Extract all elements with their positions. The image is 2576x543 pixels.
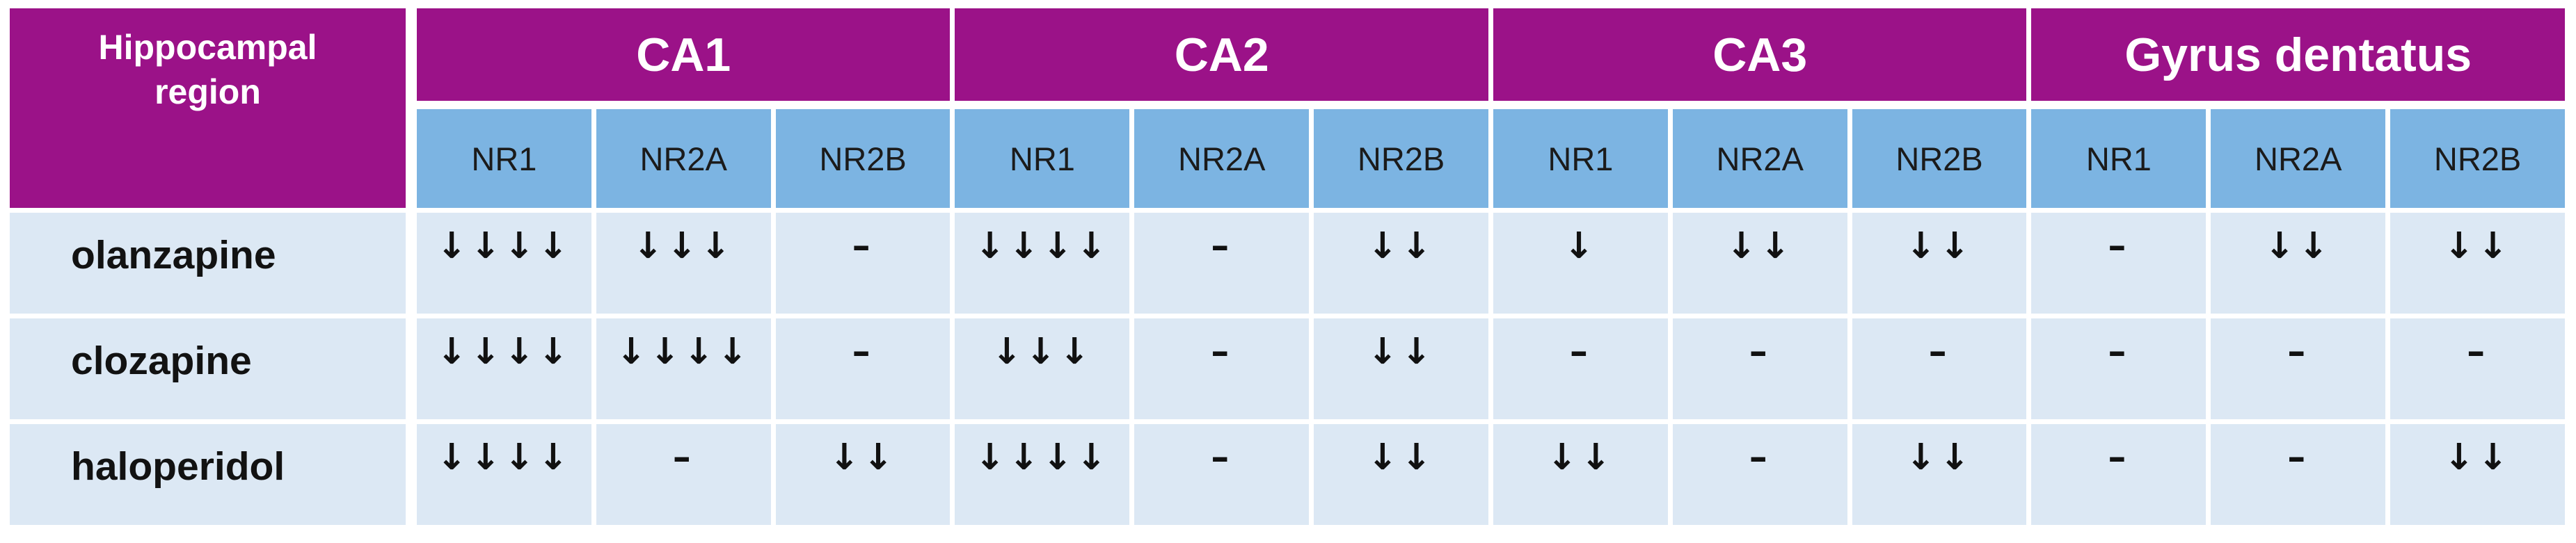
value-cell: ↓↓	[1493, 424, 1668, 525]
subheader-ca2-nr2b: NR2B	[1314, 109, 1488, 208]
value-cell: –	[2390, 318, 2565, 419]
value-cell: ↓↓↓↓	[596, 318, 771, 419]
value-cell: –	[1134, 318, 1310, 419]
column-group-ca2: CA2	[955, 8, 1488, 104]
subheader-ca1-nr2a: NR2A	[596, 109, 771, 208]
value-cell: ↓↓	[775, 424, 951, 525]
column-group-gyrus-dentatus: Gyrus dentatus	[2031, 8, 2565, 104]
column-group-ca1: CA1	[417, 8, 951, 104]
value-cell: ↓↓	[2211, 213, 2386, 314]
subheader-ca1-nr1: NR1	[417, 109, 591, 208]
subheader-ca3-nr1: NR1	[1493, 109, 1668, 208]
corner-header-line2: region	[154, 72, 261, 111]
value-cell: –	[596, 424, 771, 525]
corner-header-hippocampal-region: Hippocampal region	[10, 8, 412, 208]
value-cell: ↓↓↓	[955, 318, 1130, 419]
value-cell: ↓↓	[1314, 424, 1488, 525]
value-cell: ↓↓	[1852, 424, 2027, 525]
value-cell: –	[2031, 213, 2207, 314]
subheader-ca2-nr1: NR1	[955, 109, 1130, 208]
value-cell: –	[2211, 318, 2386, 419]
value-cell: ↓↓↓↓	[417, 424, 591, 525]
value-cell: ↓↓↓↓	[955, 213, 1130, 314]
value-cell: ↓↓↓↓	[955, 424, 1130, 525]
value-cell: ↓	[1493, 213, 1668, 314]
row-label-clozapine: clozapine	[10, 318, 412, 419]
value-cell: ↓↓	[1672, 213, 1847, 314]
subheader-ca3-nr2a: NR2A	[1672, 109, 1847, 208]
value-cell: ↓↓	[1314, 318, 1488, 419]
value-cell: ↓↓↓↓	[417, 213, 591, 314]
value-cell: ↓↓	[1852, 213, 2027, 314]
row-label-olanzapine: olanzapine	[10, 213, 412, 314]
corner-header-line1: Hippocampal	[98, 28, 317, 67]
value-cell: –	[1493, 318, 1668, 419]
value-cell: –	[775, 318, 951, 419]
value-cell: ↓↓↓↓	[417, 318, 591, 419]
value-cell: –	[2211, 424, 2386, 525]
value-cell: ↓↓	[2390, 213, 2565, 314]
value-cell: –	[1134, 424, 1310, 525]
hippocampal-region-table: Hippocampal region CA1 CA2 CA3 Gyrus den…	[10, 8, 2565, 525]
value-cell: –	[1134, 213, 1310, 314]
column-group-ca3: CA3	[1493, 8, 2027, 104]
value-cell: –	[1852, 318, 2027, 419]
subheader-gd-nr2a: NR2A	[2211, 109, 2386, 208]
value-cell: –	[2031, 318, 2207, 419]
subheader-ca1-nr2b: NR2B	[775, 109, 951, 208]
value-cell: –	[1672, 424, 1847, 525]
subheader-ca2-nr2a: NR2A	[1134, 109, 1310, 208]
row-label-haloperidol: haloperidol	[10, 424, 412, 525]
value-cell: ↓↓	[2390, 424, 2565, 525]
value-cell: ↓↓	[1314, 213, 1488, 314]
value-cell: –	[1672, 318, 1847, 419]
value-cell: –	[775, 213, 951, 314]
value-cell: –	[2031, 424, 2207, 525]
value-cell: ↓↓↓	[596, 213, 771, 314]
subheader-gd-nr2b: NR2B	[2390, 109, 2565, 208]
subheader-ca3-nr2b: NR2B	[1852, 109, 2027, 208]
subheader-gd-nr1: NR1	[2031, 109, 2207, 208]
